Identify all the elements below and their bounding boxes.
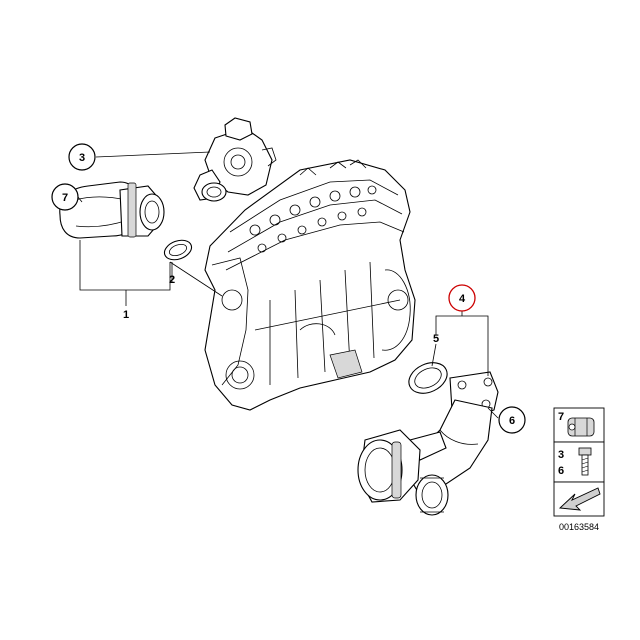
legend-number-6: 6 xyxy=(558,465,564,477)
callout-5-label: 5 xyxy=(433,333,439,345)
o-ring-large xyxy=(408,362,448,394)
coolant-hose-upper xyxy=(59,181,165,239)
legend-box: 7 3 6 00163584 xyxy=(553,407,605,532)
callout-6-label: 6 xyxy=(509,415,515,427)
callout-4-label: 4 xyxy=(459,293,466,305)
callout-1: 1 xyxy=(123,309,129,321)
reference-code: 00163584 xyxy=(559,522,599,532)
callout-1-label: 1 xyxy=(123,309,129,321)
callout-3: 3 xyxy=(68,143,96,171)
callout-7-label: 7 xyxy=(62,192,68,204)
engine-block xyxy=(204,159,416,411)
thermostat-housing xyxy=(193,117,277,202)
callout-6: 6 xyxy=(498,406,526,434)
callout-3-label: 3 xyxy=(79,152,85,164)
callout-7: 7 xyxy=(51,183,79,211)
callout-2: 2 xyxy=(169,274,175,286)
hose-clamp-icon xyxy=(567,417,595,437)
bolt-icon xyxy=(578,447,592,476)
legend-number-7: 7 xyxy=(558,411,564,423)
coolant-outlet-pipe xyxy=(357,371,499,516)
leader-lines xyxy=(77,151,499,419)
callout-5: 5 xyxy=(433,333,439,345)
legend-number-3: 3 xyxy=(558,449,564,461)
direction-arrow-icon xyxy=(558,487,601,511)
callout-2-label: 2 xyxy=(169,274,175,286)
o-ring-small xyxy=(163,239,193,261)
callout-4: 4 xyxy=(448,284,476,312)
